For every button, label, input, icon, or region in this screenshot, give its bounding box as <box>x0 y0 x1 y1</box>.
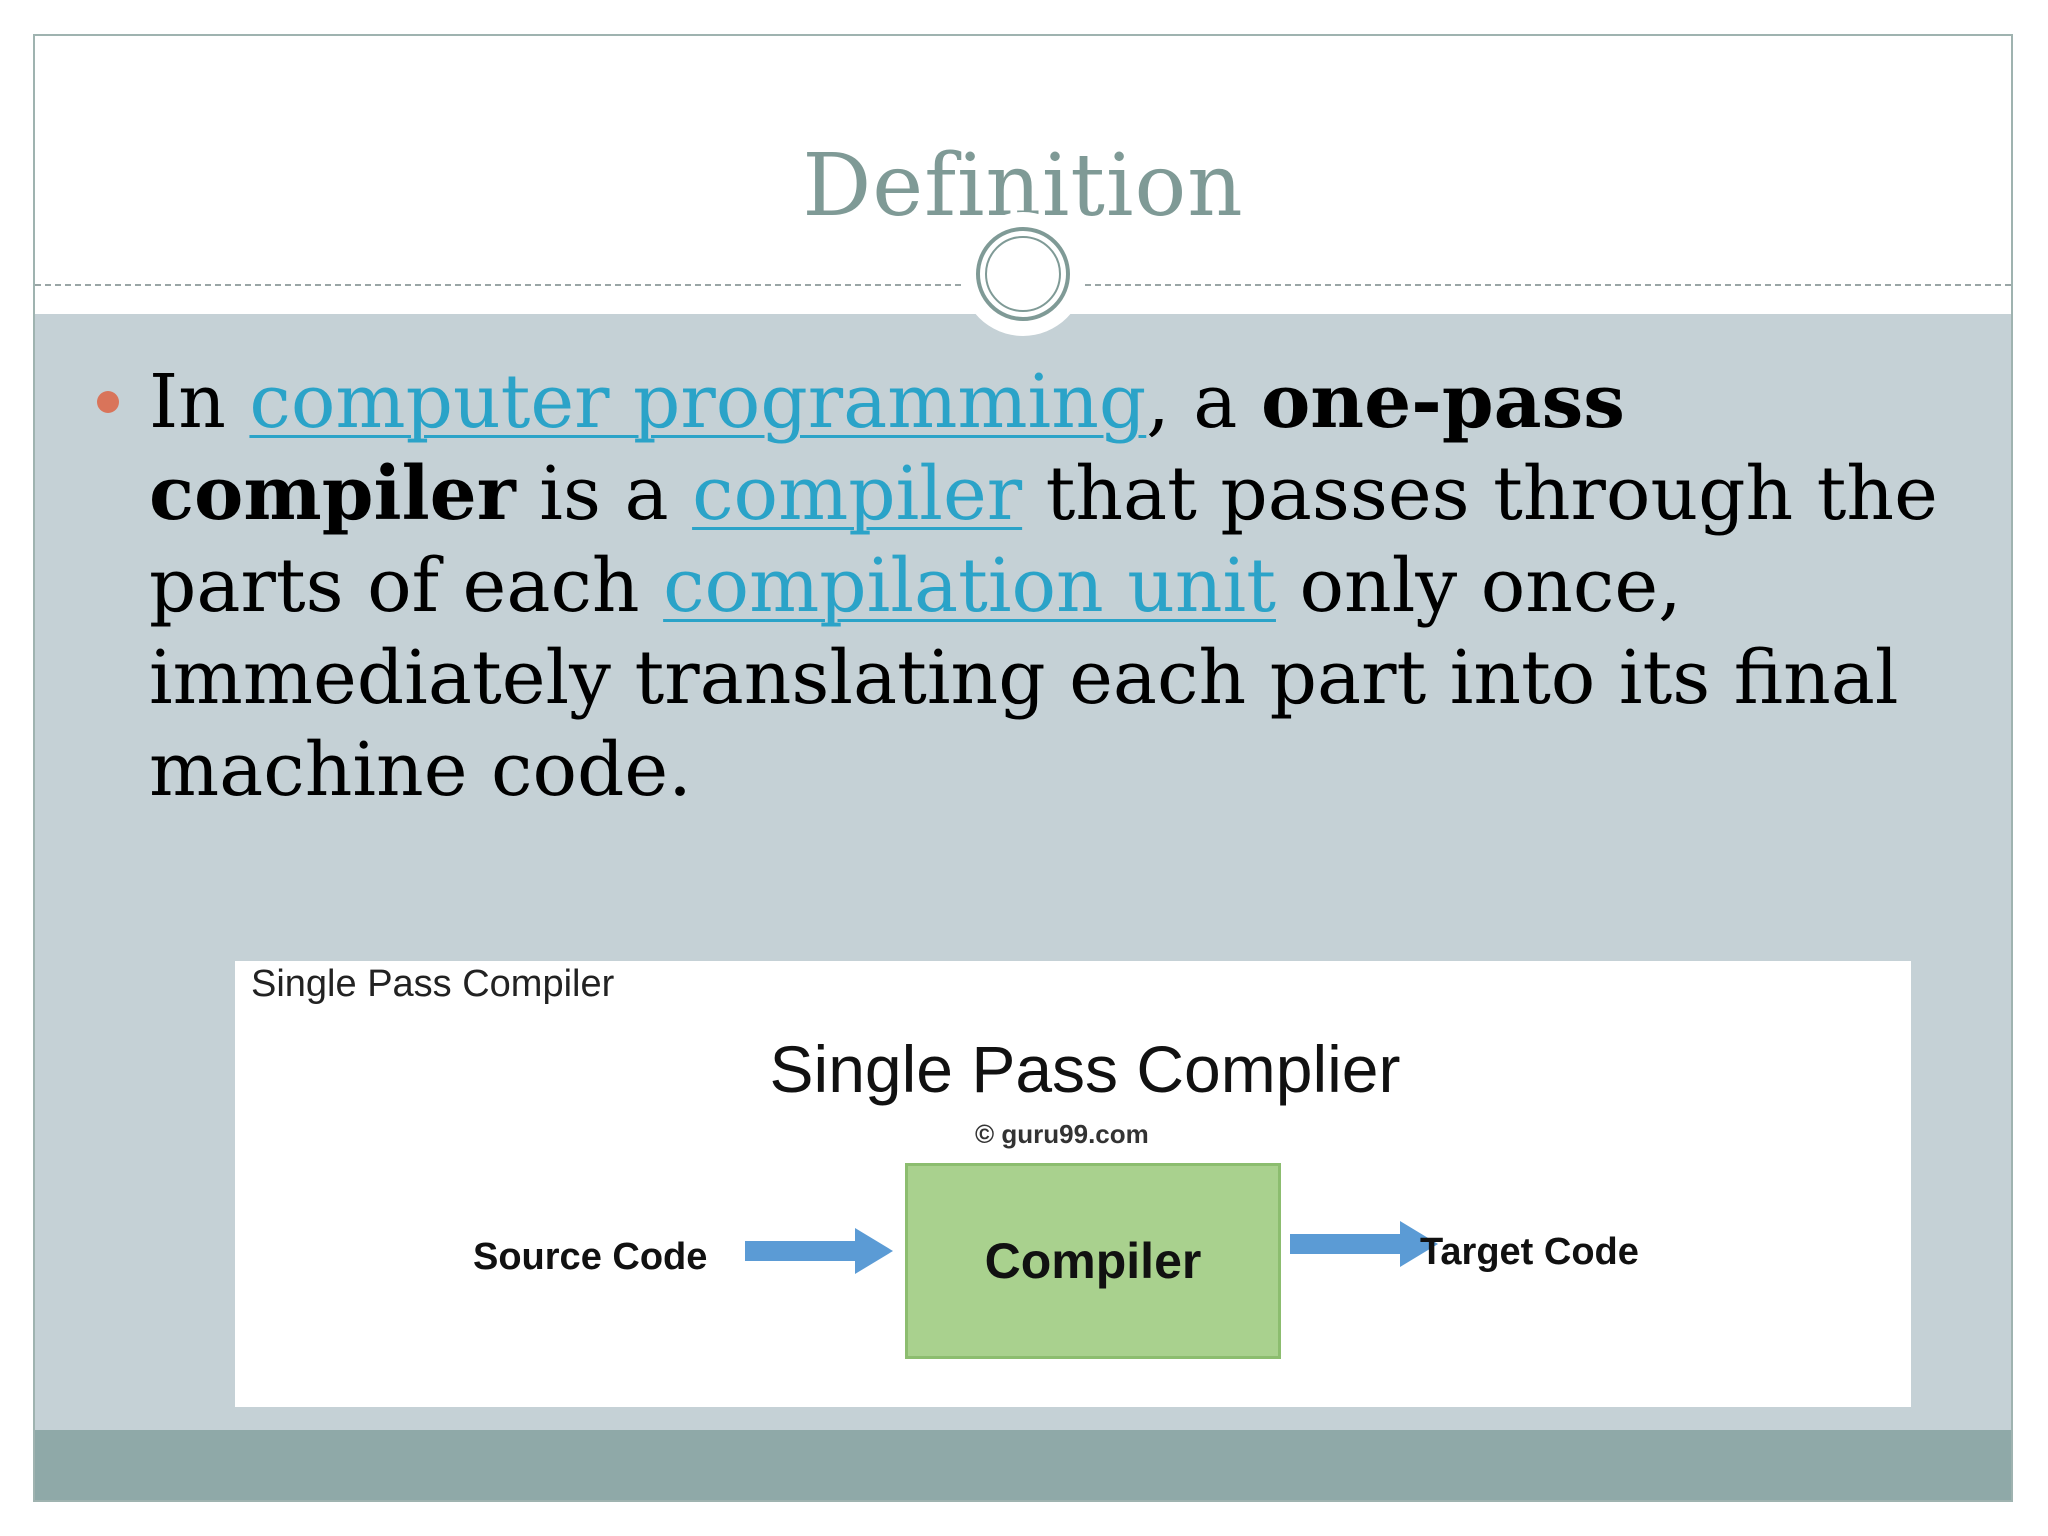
target-code-label: Target Code <box>1420 1231 1639 1273</box>
compiler-diagram: Single Pass Compiler Single Pass Complie… <box>235 961 1911 1407</box>
right-arrow-icon <box>1290 1221 1438 1267</box>
diagram-title: Single Pass Complier <box>769 1032 1401 1106</box>
diagram-credit: © guru99.com <box>975 1119 1149 1149</box>
link-compilation-unit[interactable]: compilation unit <box>663 543 1276 629</box>
definition-paragraph: In computer programming, a one-pass comp… <box>149 356 1979 816</box>
link-compiler[interactable]: compiler <box>692 451 1023 537</box>
source-code-label: Source Code <box>473 1236 708 1278</box>
paragraph-text: only once, immediately translating each … <box>149 543 1899 813</box>
paragraph-text: is a <box>515 451 693 537</box>
term-bold: one-pass compiler <box>149 359 1625 537</box>
right-arrow-icon <box>745 1228 893 1274</box>
paragraph-text: In <box>149 359 250 445</box>
paragraph-text: that passes through the parts of each <box>149 451 1938 629</box>
ornament-ring <box>976 227 1070 321</box>
compiler-box-label: Compiler <box>984 1233 1202 1289</box>
paragraph-text: , a <box>1146 359 1261 445</box>
figure-caption: Single Pass Compiler <box>251 963 615 1005</box>
bullet-icon <box>97 391 119 413</box>
link-computer-programming[interactable]: computer programming <box>249 359 1147 445</box>
ornament-inner-ring <box>985 236 1061 312</box>
footer-bar <box>35 1430 2011 1500</box>
slide: Definition In computer programming, a on… <box>33 34 2013 1502</box>
compiler-box: Compiler <box>905 1163 1281 1359</box>
